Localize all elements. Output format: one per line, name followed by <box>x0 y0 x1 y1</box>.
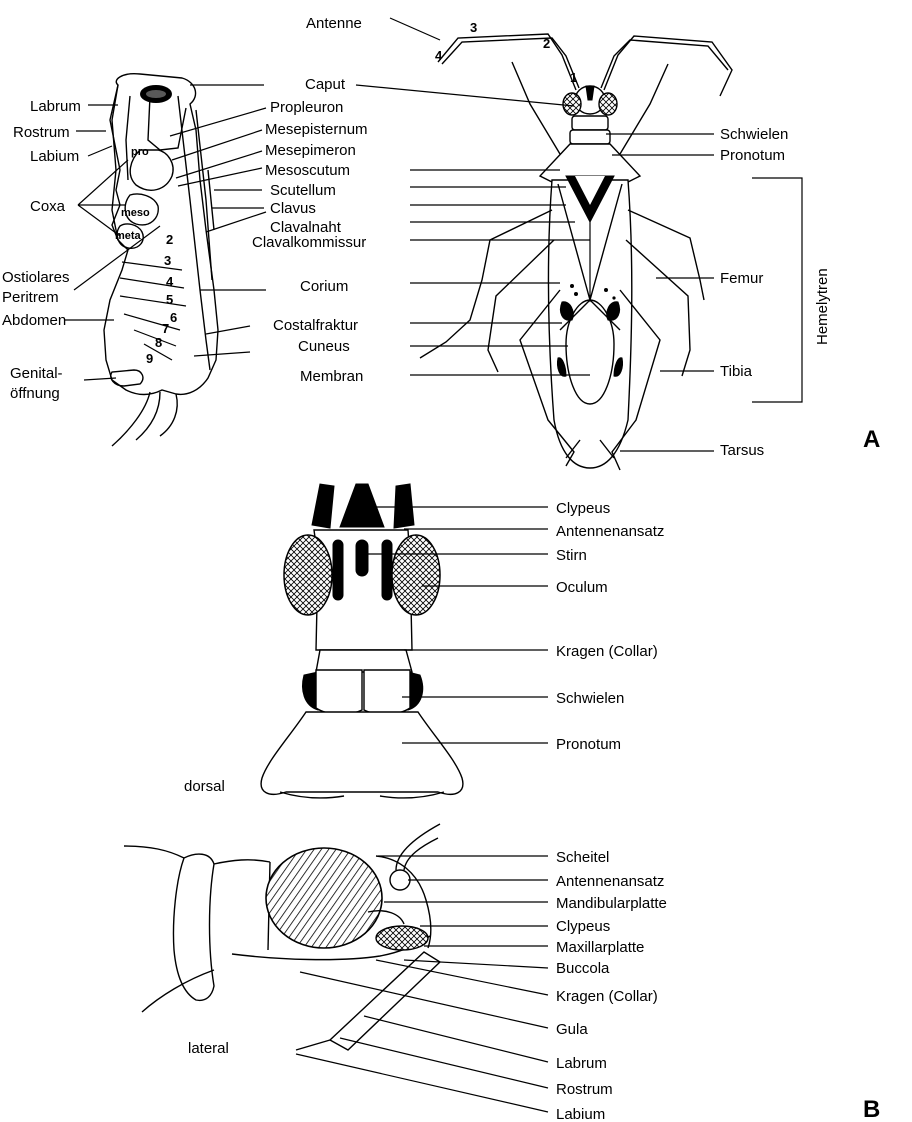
label-ostiolares: Ostiolares <box>2 269 70 286</box>
label-genital-line1: Genital- <box>10 365 63 382</box>
label-mesepimeron: Mesepimeron <box>265 142 356 159</box>
label-meso: meso <box>121 207 150 219</box>
label-labrum-lateral: Labrum <box>556 1055 607 1072</box>
label-propleuron: Propleuron <box>270 99 343 116</box>
label-pronotum-a: Pronotum <box>720 147 785 164</box>
label-tarsus: Tarsus <box>720 442 764 459</box>
label-coxa: Coxa <box>30 198 66 215</box>
label-antennenansatz-lateral: Antennenansatz <box>556 873 664 890</box>
label-pro: pro <box>131 146 149 158</box>
antenna-seg-3: 3 <box>470 20 477 35</box>
label-corium: Corium <box>300 278 348 295</box>
label-stirn: Stirn <box>556 547 587 564</box>
label-genital-line2: öffnung <box>10 385 60 402</box>
antenna-seg-1: 1 <box>570 70 577 85</box>
label-femur: Femur <box>720 270 763 287</box>
segment-6: 6 <box>170 310 177 325</box>
segment-2: 2 <box>166 232 173 247</box>
segment-4: 4 <box>166 274 174 289</box>
label-antenne: Antenne <box>306 15 362 32</box>
label-clavalkommissur: Clavalkommissur <box>252 234 366 251</box>
label-kragen-lateral: Kragen (Collar) <box>556 988 658 1005</box>
label-labium-lateral: Labium <box>556 1106 605 1122</box>
antenna-seg-2: 2 <box>543 36 550 51</box>
caption-dorsal: dorsal <box>184 778 225 795</box>
caption-lateral: lateral <box>188 1040 229 1057</box>
head-lateral-drawing <box>124 824 440 1050</box>
label-maxillarplatte: Maxillarplatte <box>556 939 644 956</box>
label-mesepisternum: Mesepisternum <box>265 121 368 138</box>
dorsal-habitus-drawing <box>420 34 732 470</box>
segment-8: 8 <box>155 335 162 350</box>
label-schwielen-a: Schwielen <box>720 126 788 143</box>
label-scheitel: Scheitel <box>556 849 609 866</box>
antenna-seg-4: 4 <box>435 48 443 63</box>
label-labrum: Labrum <box>30 98 81 115</box>
label-clypeus-lateral: Clypeus <box>556 918 610 935</box>
head-dorsal-drawing <box>261 484 463 798</box>
label-meta: meta <box>115 230 142 242</box>
label-schwielen-dorsal: Schwielen <box>556 690 624 707</box>
segment-3: 3 <box>164 253 171 268</box>
label-gula: Gula <box>556 1021 588 1038</box>
label-mesoscutum: Mesoscutum <box>265 162 350 179</box>
label-abdomen: Abdomen <box>2 312 66 329</box>
label-cuneus: Cuneus <box>298 338 350 355</box>
label-clypeus-dorsal: Clypeus <box>556 500 610 517</box>
label-peritrem: Peritrem <box>2 289 59 306</box>
panel-label-b: B <box>863 1096 880 1122</box>
lateral-body-drawing <box>104 74 218 446</box>
label-hemelytren: Hemelytren <box>814 268 831 345</box>
label-rostrum-lateral: Rostrum <box>556 1081 613 1098</box>
label-scutellum: Scutellum <box>270 182 336 199</box>
label-antennenansatz-dorsal: Antennenansatz <box>556 523 664 540</box>
label-kragen-dorsal: Kragen (Collar) <box>556 643 658 660</box>
label-pronotum-dorsal: Pronotum <box>556 736 621 753</box>
label-clavus: Clavus <box>270 200 316 217</box>
label-tibia: Tibia <box>720 363 753 380</box>
panel-label-a: A <box>863 426 880 453</box>
segment-5: 5 <box>166 292 173 307</box>
segment-7: 7 <box>162 321 169 336</box>
label-membran: Membran <box>300 368 363 385</box>
label-labium: Labium <box>30 148 79 165</box>
label-caput: Caput <box>305 76 346 93</box>
label-buccola: Buccola <box>556 960 610 977</box>
segment-9: 9 <box>146 351 153 366</box>
label-rostrum: Rostrum <box>13 124 70 141</box>
label-mandibularplatte: Mandibularplatte <box>556 895 667 912</box>
label-costalfraktur: Costalfraktur <box>273 317 358 334</box>
label-oculum: Oculum <box>556 579 608 596</box>
